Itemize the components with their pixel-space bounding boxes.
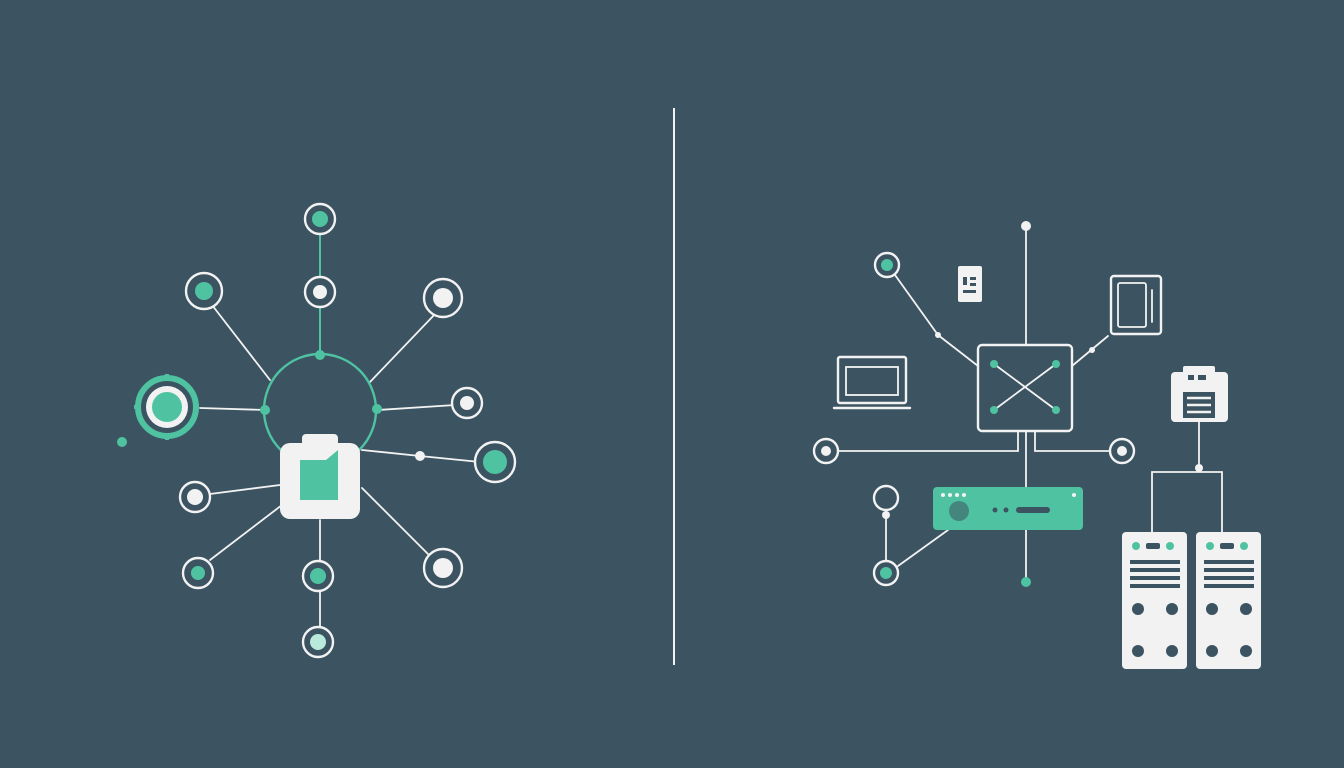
junction-dot-right [415, 451, 425, 461]
server-unit-left [1122, 532, 1187, 669]
bottom-dot [1021, 577, 1031, 587]
switch-icon [976, 343, 1074, 433]
node-bottom-pale [301, 625, 335, 659]
node-upper-left [184, 271, 224, 311]
node-right-accent [473, 440, 517, 484]
node-upper-left-accent [873, 251, 901, 279]
node-right-mid [450, 386, 484, 420]
junction-dot [935, 332, 941, 338]
node-right-endpoint [1108, 437, 1136, 465]
ring-joint-left [260, 405, 270, 415]
left-spokes [199, 234, 481, 629]
right-panel-network [812, 221, 1261, 669]
printer-icon [1171, 366, 1228, 422]
node-lower-left [181, 556, 215, 590]
junction-dot [1195, 464, 1203, 472]
tablet-icon [1109, 274, 1163, 336]
document-icon [958, 266, 982, 302]
node-left-endpoint [812, 437, 840, 465]
junction-dot [1089, 347, 1095, 353]
router-icon [933, 487, 1083, 530]
server-rack-icon [1122, 532, 1261, 669]
junction-dot [882, 511, 890, 519]
ring-joint-top [315, 350, 325, 360]
camera-device-icon [280, 434, 360, 519]
left-panel-network [117, 202, 517, 659]
node-top-white [303, 275, 337, 309]
ring-joint-right [372, 404, 382, 414]
laptop-icon [832, 355, 912, 410]
node-bottom-accent [301, 559, 335, 593]
node-upper-right [422, 277, 464, 319]
uplink-dot [1021, 221, 1031, 231]
node-open-ring [872, 484, 900, 512]
node-top-accent [303, 202, 337, 236]
node-left-large [134, 374, 199, 440]
node-left-mid [178, 480, 212, 514]
node-lower-left-accent [872, 559, 900, 587]
node-lower-right [422, 547, 464, 589]
server-unit-right [1196, 532, 1261, 669]
stray-dot-left [117, 437, 127, 447]
